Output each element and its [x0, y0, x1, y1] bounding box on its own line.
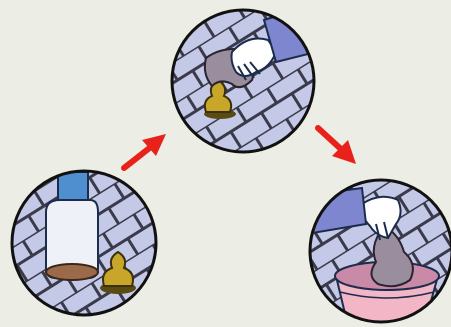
arrow-up-right-icon [121, 134, 166, 171]
step-3-panel [308, 178, 451, 324]
arrow-down-right-icon [315, 125, 356, 164]
step-1-frame [10, 169, 158, 317]
boot-icon [45, 171, 99, 281]
step-2-frame [170, 8, 316, 154]
step-3-frame [308, 178, 451, 324]
feces-icon [100, 250, 136, 294]
step-1-panel [10, 169, 158, 317]
step-2-panel [170, 8, 316, 154]
cloth-icon [370, 228, 414, 288]
